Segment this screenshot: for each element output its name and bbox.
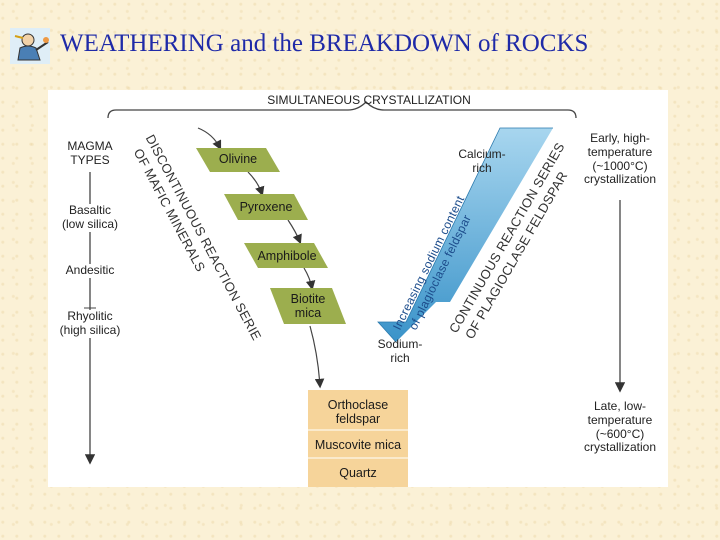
amphibole-box [244,243,328,268]
simultaneous-crystallization-header: SIMULTANEOUS CRYSTALLIZATION [267,93,471,107]
quartz-label: Quartz [339,466,377,480]
muscovite-mica-label: Muscovite mica [314,438,402,452]
biotite-box [270,288,346,324]
header-bracket [107,101,577,119]
pyroxene-label: Pyroxene [239,200,293,214]
late-temperature-label: Late, low- temperature (~600°C) crystall… [572,399,668,456]
olivine-box [196,148,280,172]
biotite-mica-label: Biotite mica [290,292,326,321]
sodium-rich-label: Sodium- rich [377,337,423,365]
plagioclase-arrow [378,128,553,342]
orthoclase-feldspar-label: Orthoclase feldspar [327,398,389,427]
early-temperature-label: Early, high- temperature (~1000°C) cryst… [572,131,668,188]
page-title: WEATHERING and the BREAKDOWN of ROCKS [60,30,589,57]
calcium-rich-label: Calcium- rich [458,147,506,175]
reaction-series-diagram: SIMULTANEOUS CRYSTALLIZATION MAGMA TYPES… [48,90,668,487]
rhyolitic-label: Rhyolitic (high silica) [48,309,132,338]
magma-types-heading: MAGMA TYPES [67,139,113,167]
scientist-cartoon-icon [10,26,54,66]
olivine-label: Olivine [218,152,258,166]
amphibole-label: Amphibole [257,249,317,263]
final-minerals-box [308,390,408,487]
pyroxene-box [224,194,308,220]
basaltic-label: Basaltic (low silica) [48,203,132,232]
diagram-graphics [84,101,626,487]
andesitic-label: Andesitic [52,263,128,278]
